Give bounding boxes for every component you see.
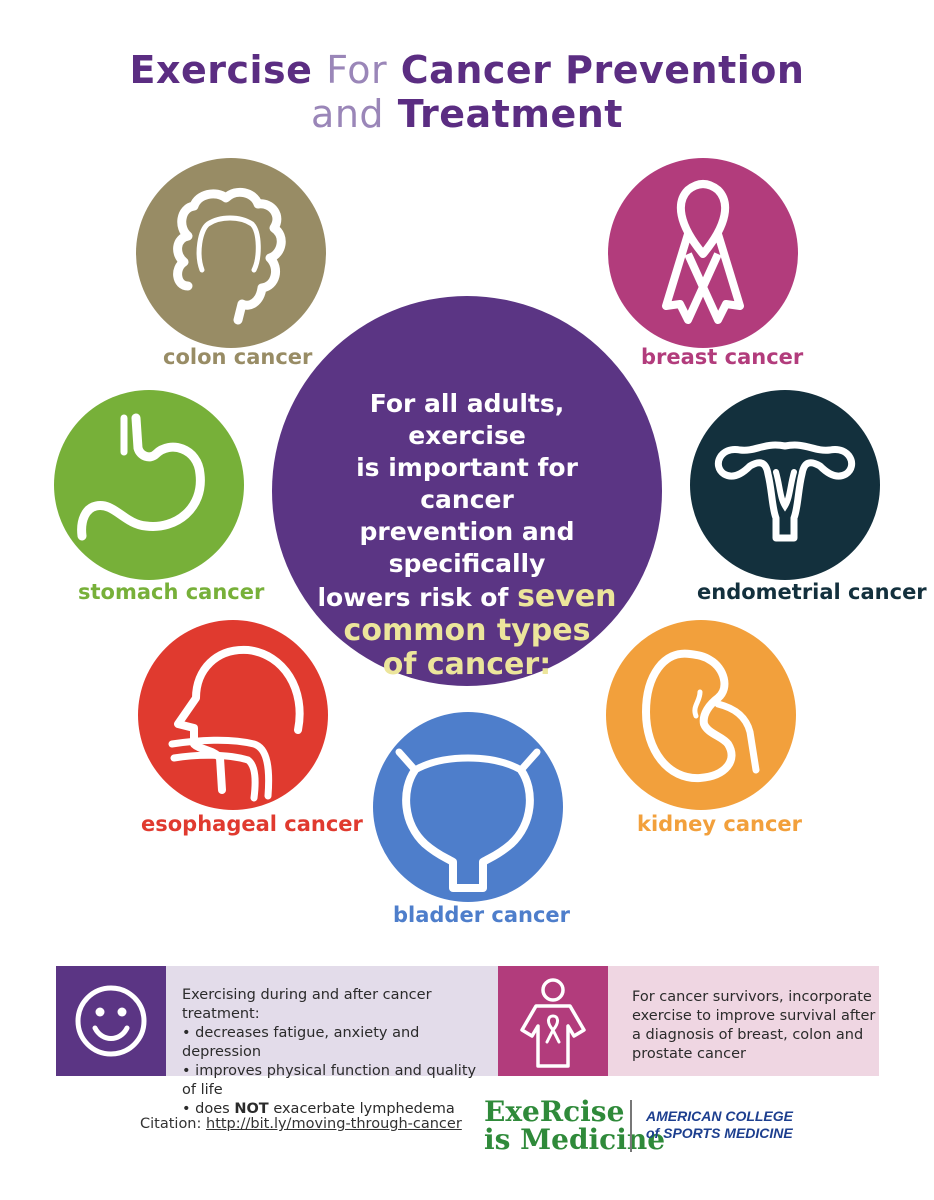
kidney-icon (642, 649, 760, 783)
title-word-treatment: Treatment (397, 92, 623, 136)
citation-label: Citation: (140, 1116, 202, 1132)
treatment-benefits-heading: Exercising during and after cancer treat… (182, 987, 432, 1022)
bladder-cancer-label: bladder cancer (393, 903, 570, 927)
logo-divider (630, 1100, 632, 1152)
breast-cancer-label: breast cancer (641, 345, 804, 369)
head-icon (168, 645, 304, 802)
citation: Citation: http://bit.ly/moving-through-c… (140, 1116, 462, 1132)
stomach-cancer-label: stomach cancer (78, 580, 265, 604)
bladder-icon (395, 748, 541, 892)
center-line-3: prevention and specifically (359, 517, 575, 578)
title-word-and: and (311, 92, 385, 136)
title-word-exercise: Exercise (129, 48, 313, 92)
center-line-2: is important for cancer (356, 453, 578, 514)
acsm-logo: AMERICAN COLLEGE of SPORTS MEDICINE (646, 1108, 793, 1142)
center-highlight-of-cancer: of cancer: (382, 647, 552, 682)
survivor-advice-text: For cancer survivors, incorporate exerci… (632, 989, 876, 1062)
title-word-cancer-prevention: Cancer Prevention (400, 48, 805, 92)
breast-circle (608, 158, 798, 348)
kidney-circle (606, 620, 796, 810)
esophageal-circle (138, 620, 328, 810)
smiley-panel (56, 966, 166, 1076)
benefit-item: • improves physical function and quality… (182, 1063, 477, 1098)
center-highlight-common-types: common types (343, 613, 591, 648)
center-message-circle: For all adults, exercise is important fo… (272, 296, 662, 686)
page-title-line-2: and Treatment (0, 92, 934, 136)
treatment-benefits-panel: Exercising during and after cancer treat… (166, 966, 498, 1117)
colon-cancer-label: colon cancer (163, 345, 313, 369)
page-title-line-1: Exercise For Cancer Prevention (0, 48, 934, 92)
stomach-circle (54, 390, 244, 580)
kidney-cancer-label: kidney cancer (637, 812, 803, 836)
stomach-icon (77, 413, 205, 541)
center-line-4: lowers risk of seven (312, 580, 622, 614)
treatment-benefits-text: Exercising during and after cancer treat… (182, 986, 492, 1119)
survivor-advice-panel: For cancer survivors, incorporate exerci… (608, 966, 879, 1076)
center-highlight-seven: seven (517, 579, 617, 614)
endometrial-circle (690, 390, 880, 580)
center-line-1: For all adults, exercise (369, 389, 565, 450)
colon-icon (173, 187, 286, 325)
survivor-icon (520, 978, 586, 1068)
esophageal-cancer-label: esophageal cancer (141, 812, 363, 836)
benefit-item: • does NOT exacerbate lymphedema (182, 1101, 455, 1117)
bladder-circle (373, 712, 563, 902)
ribbon-icon (662, 180, 744, 324)
uterus-icon (715, 441, 855, 542)
survivor-panel (498, 966, 608, 1076)
citation-link[interactable]: http://bit.ly/moving-through-cancer (206, 1116, 462, 1132)
logo1-line-2: is Medicine (484, 1123, 666, 1156)
logo2-line-1: AMERICAN COLLEGE (646, 1108, 793, 1124)
center-line-4-text: lowers risk of (317, 583, 509, 612)
logo1-line-1: ExeRcise (484, 1095, 625, 1128)
exercise-is-medicine-logo: ExeRcise is Medicine (484, 1098, 665, 1154)
endometrial-cancer-label: endometrial cancer (697, 580, 927, 604)
logo2-line-2: of SPORTS MEDICINE (646, 1125, 793, 1141)
center-message: For all adults, exercise is important fo… (312, 388, 622, 682)
benefit-item: • decreases fatigue, anxiety and depress… (182, 1025, 420, 1060)
title-word-for: For (326, 48, 388, 92)
smiley-icon (75, 985, 147, 1057)
colon-circle (136, 158, 326, 348)
